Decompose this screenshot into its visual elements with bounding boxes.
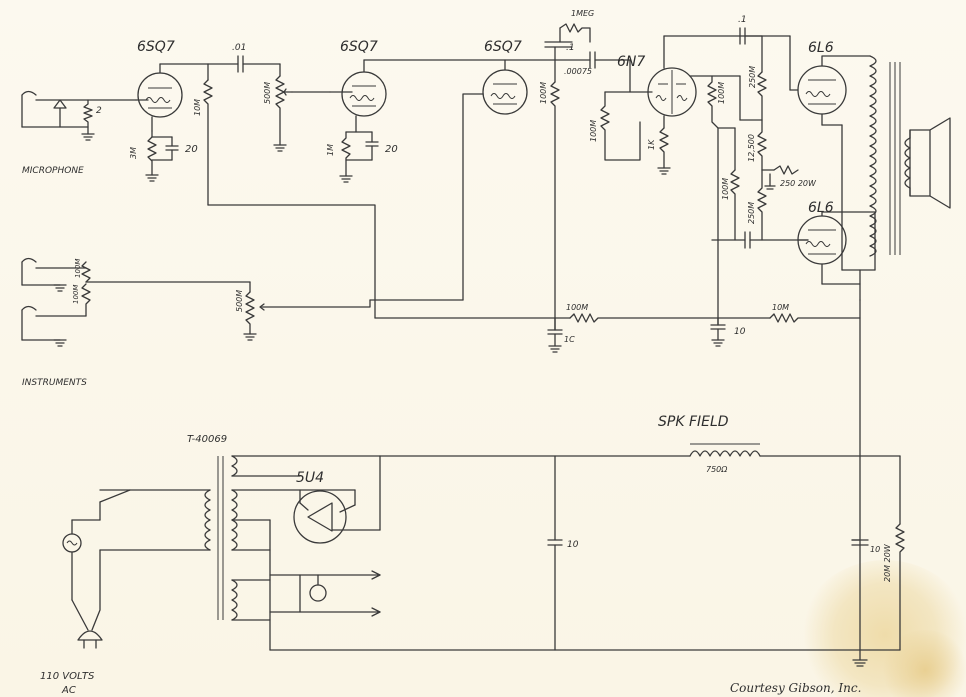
microphone-label: MICROPHONE (22, 166, 84, 176)
r-20m-20w-value: 20M 20W (883, 543, 892, 582)
r-250-20w-value: 250 20W (780, 179, 817, 188)
tube-v5-label: 6L6 (808, 40, 834, 56)
r-250m-b-value: 250M (747, 202, 756, 224)
pot-500m-a-value: 500M (263, 82, 272, 104)
heater-outputs (269, 570, 381, 617)
tube-v1-label: 6SQ7 (137, 39, 175, 55)
r-100m-jack-value: 100M (74, 259, 82, 278)
tube-v6-label: 6L6 (808, 200, 834, 216)
transformer-label: T-40069 (187, 434, 227, 445)
instrument-jacks: 100M 100M (21, 257, 251, 347)
power-transformer (99, 455, 861, 651)
r-100m-v3: 100M (539, 59, 560, 331)
r-250m-a-value: 250M (748, 66, 757, 88)
mains-input (62, 519, 103, 649)
mic-resistor-value: 2 (96, 106, 102, 116)
r-20m-20w: 20M 20W (859, 455, 905, 651)
tube-v3 (369, 59, 528, 301)
c-10-c-value: 10 (870, 545, 880, 554)
r-100m-p-value: 100M (717, 82, 726, 104)
c-1c-value: 1C (564, 335, 575, 344)
tube-v6 (797, 211, 876, 285)
mains-label-1: 110 VOLTS (40, 671, 95, 682)
c-10-c: 10 (851, 539, 880, 554)
microphone-jack: 2 (21, 90, 137, 141)
speaker-icon (909, 117, 951, 209)
c-00075-value: .00075 (564, 67, 592, 76)
c-1-b-value: .1 (738, 15, 747, 25)
r-100m-jack2-value: 100M (72, 285, 80, 304)
c-00075: .00075 (554, 51, 631, 76)
c-1-a: .1 (544, 41, 575, 61)
r-1k: 1K (647, 127, 671, 175)
c-10-a-value: 10 (734, 327, 746, 337)
tube-v1 (135, 63, 209, 132)
c-01: .01 (207, 43, 281, 73)
output-transformer (841, 55, 911, 301)
pot-500m-a: 500M (263, 63, 331, 152)
r-10m-a: 10M (193, 63, 213, 206)
phase-splitter-network: .1 100M 250M 12,500 250 20W 250M 100M (707, 15, 817, 326)
tube-v2-label: 6SQ7 (340, 39, 378, 55)
pot-500m-b-value: 500M (235, 290, 244, 312)
r-1k-value: 1K (647, 139, 656, 150)
tube-rect-label: 5U4 (296, 470, 324, 486)
speaker-field-coil: 750Ω (689, 443, 901, 474)
tube-rect (293, 455, 381, 544)
r-100m-v4-value: 100M (589, 120, 598, 142)
r-12500-value: 12,500 (747, 134, 756, 162)
r-10m-b-value: 10M (772, 303, 789, 312)
credit-text: Courtesy Gibson, Inc. (730, 681, 861, 695)
r-100m-b-value: 100M (721, 178, 730, 200)
r-100m-v4: 100M (589, 91, 641, 161)
instruments-label: INSTRUMENTS (22, 378, 87, 388)
speaker-field-label: SPK FIELD (658, 414, 729, 430)
c-1-a-value: .1 (566, 43, 575, 53)
v1-cathode-network: 3M 20 (129, 130, 198, 182)
r-1m-value: 1M (326, 144, 335, 156)
field-ohms-value: 750Ω (706, 465, 728, 474)
tube-v3-label: 6SQ7 (484, 39, 522, 55)
c-20-b-value: 20 (385, 144, 398, 155)
r-1meg-value: 1MEG (571, 9, 594, 18)
r-100m-dec-value: 100M (566, 303, 588, 312)
b-plus-distribution: 100M 1C 10 10M (207, 204, 861, 651)
r-1meg: 1MEG (559, 9, 594, 43)
pot-500m-b: 500M (235, 281, 371, 341)
r-10m-a-value: 10M (193, 99, 202, 116)
mains-label-2: AC (61, 685, 76, 696)
c-01-value: .01 (232, 43, 246, 53)
tube-v4-label: 6N7 (617, 54, 645, 70)
r-3m-value: 3M (129, 147, 138, 159)
tube-v2 (329, 59, 556, 133)
c-20-a-value: 20 (185, 144, 198, 155)
ground-main (852, 649, 868, 667)
c-10-b: 10 (379, 455, 691, 651)
v2-cathode-network: 1M 20 (326, 131, 398, 183)
tube-v5 (789, 55, 871, 271)
r-100m-v3-value: 100M (539, 82, 548, 104)
c-10-b-value: 10 (567, 540, 579, 550)
